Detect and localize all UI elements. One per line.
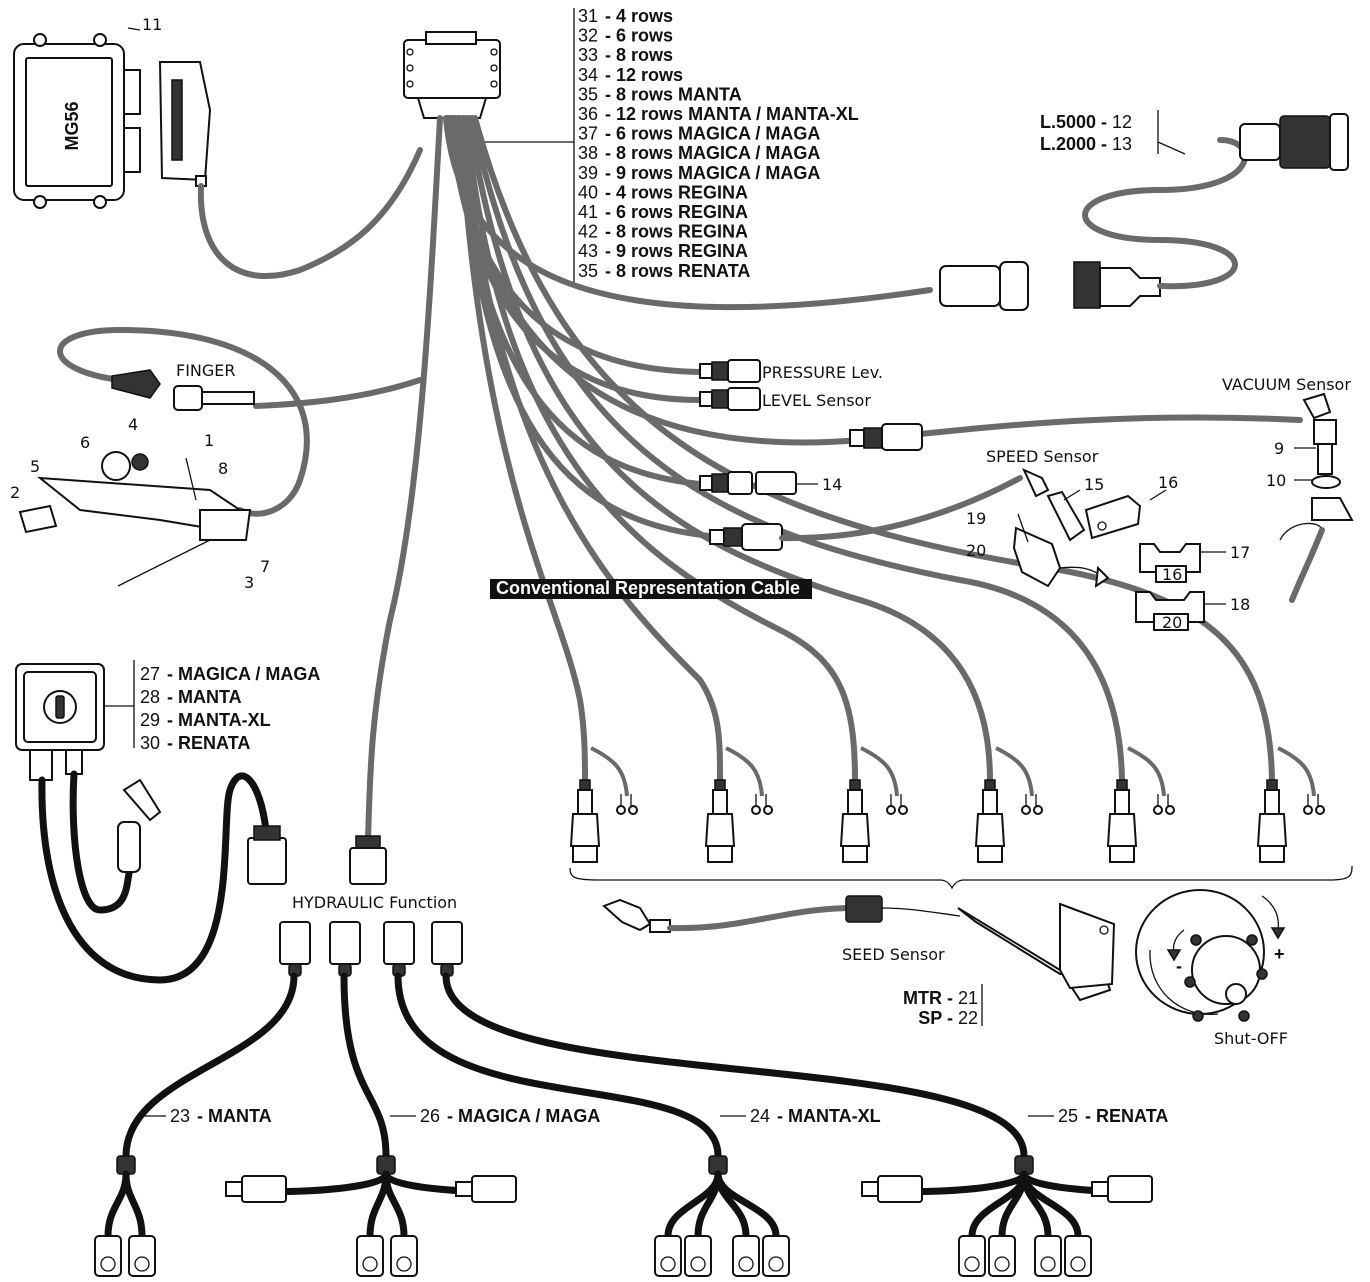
vacuum-part-10: 10	[1266, 471, 1286, 490]
switch-list-item: 28 - MANTA	[140, 687, 242, 707]
bracket-17-ref: 17	[1230, 543, 1250, 562]
conventional-label: Conventional Representation Cable	[496, 578, 800, 598]
main-harness-item: 36 - 12 rows MANTA / MANTA-XL	[578, 104, 859, 124]
connector-14: 14	[699, 471, 842, 495]
seed-drop-connector	[974, 746, 1043, 863]
vacuum-sensor: VACUUM Sensor 9 10	[849, 375, 1354, 603]
speed-part-19: 19	[966, 509, 986, 528]
hydraulic-harness-item: 26 - MAGICA / MAGA	[420, 1106, 600, 1126]
shutoff-plus: +	[1274, 944, 1285, 964]
hydraulic-harness-labels: 23 - MANTA 26 - MAGICA / MAGA 24 - MANTA-X…	[140, 1106, 1168, 1126]
extension-cable-item: L.5000 - 12	[1040, 112, 1132, 132]
seed-drop-connector	[839, 746, 908, 863]
seed-drop-connector	[569, 746, 638, 863]
seed-sensor-list-item: MTR - 21	[903, 988, 978, 1008]
switch-list-item: 29 - MANTA-XL	[140, 710, 271, 730]
speed-part-15: 15	[1084, 475, 1104, 494]
hydraulic-plug	[94, 921, 311, 1277]
switch-list: 27 - MAGICA / MAGA 28 - MANTA 29 - MANTA-X…	[140, 664, 320, 753]
main-harness-item: 31 - 4 rows	[578, 6, 673, 26]
connector-14-ref: 14	[822, 475, 842, 494]
seed-drop-connector	[1256, 746, 1325, 863]
shutoff-valve: - + Shut-OFF	[1135, 889, 1288, 1048]
shutoff-minus: -	[1176, 956, 1182, 976]
speed-label: SPEED Sensor	[986, 447, 1099, 466]
switch-list-item: 27 - MAGICA / MAGA	[140, 664, 320, 684]
harness-bundle	[365, 115, 1303, 843]
finger-part-2: 2	[10, 483, 20, 502]
switch-list-item: 30 - RENATA	[140, 733, 250, 753]
main-harness-item: 37 - 6 rows MAGICA / MAGA	[578, 124, 820, 144]
switch-box	[15, 660, 287, 984]
hydraulic-harnesses	[94, 921, 1153, 1277]
hydraulic-plug	[225, 921, 517, 1277]
mg56-label: MG56	[62, 101, 82, 150]
main-harness-item: 35 - 8 rows MANTA	[578, 84, 742, 104]
main-harness-connector	[403, 31, 501, 119]
vacuum-label: VACUUM Sensor	[1222, 375, 1351, 394]
main-harness-item: 39 - 9 rows MAGICA / MAGA	[578, 163, 820, 183]
speed-part-20: 20	[966, 541, 986, 560]
finger-part-3: 3	[244, 573, 254, 592]
main-harness-item: 33 - 8 rows	[578, 45, 673, 65]
pressure-label: PRESSURE Lev.	[762, 363, 883, 382]
main-harness-item: 38 - 8 rows MAGICA / MAGA	[578, 143, 820, 163]
finger-part-6: 6	[80, 433, 90, 452]
bracket-18-ref: 18	[1230, 595, 1250, 614]
speed-sensor: SPEED Sensor 15 16 19 20	[709, 447, 1178, 589]
main-harness-item: 34 - 12 rows	[578, 65, 683, 85]
control-unit-ref: 11	[142, 15, 162, 34]
main-harness-item: 40 - 4 rows REGINA	[578, 182, 748, 202]
seed-drop-connector	[1106, 746, 1175, 863]
finger-part-4: 4	[128, 415, 138, 434]
bracket-18-size: 20	[1162, 613, 1182, 632]
level-connector: LEVEL Sensor	[699, 387, 871, 411]
main-harness-item: 42 - 8 rows REGINA	[578, 222, 748, 242]
hydraulic-plug	[383, 921, 790, 1277]
seed-label: SEED Sensor	[842, 945, 945, 964]
hydraulic-harness-item: 24 - MANTA-XL	[750, 1106, 881, 1126]
main-harness-item: 35 - 8 rows RENATA	[578, 261, 750, 281]
bracket-17-size: 16	[1162, 565, 1182, 584]
bracket-17: 16 17	[1139, 543, 1250, 584]
shutoff-label: Shut-OFF	[1214, 1029, 1288, 1048]
finger-sensor: FINGER 1 2 3 4 5 6 7 8	[10, 326, 423, 592]
seed-connector-row	[569, 746, 1325, 863]
hydraulic-connector: HYDRAULIC Function	[292, 835, 457, 912]
seed-sensor: SEED Sensor	[602, 895, 1116, 1026]
finger-part-7: 7	[260, 557, 270, 576]
extension-cable	[939, 110, 1349, 311]
finger-part-1: 1	[204, 431, 214, 450]
main-harness-item: 41 - 6 rows REGINA	[578, 202, 748, 222]
hydraulic-label: HYDRAULIC Function	[292, 893, 457, 912]
seed-sensor-list-item: SP - 22	[918, 1008, 978, 1028]
extension-cable-item: L.2000 - 13	[1040, 134, 1132, 154]
finger-part-8: 8	[218, 459, 228, 478]
vacuum-part-9: 9	[1274, 439, 1284, 458]
conventional-cable-badge: Conventional Representation Cable	[490, 578, 812, 599]
main-harness-item: 32 - 6 rows	[578, 26, 673, 46]
seed-drop-connector	[704, 746, 773, 863]
control-unit-mg56: MG56 11	[13, 15, 212, 209]
level-label: LEVEL Sensor	[762, 391, 871, 410]
pressure-connector: PRESSURE Lev.	[699, 359, 883, 383]
finger-part-5: 5	[30, 457, 40, 476]
bracket-18: 20 18	[1135, 591, 1250, 632]
speed-part-16: 16	[1158, 473, 1178, 492]
hydraulic-plug	[431, 921, 1153, 1277]
hydraulic-harness-item: 23 - MANTA	[170, 1106, 272, 1126]
finger-label: FINGER	[176, 361, 236, 380]
hydraulic-harness-item: 25 - RENATA	[1058, 1106, 1168, 1126]
extension-cable-list: L.5000 - 12L.2000 - 13	[1040, 112, 1132, 154]
main-harness-item: 43 - 9 rows REGINA	[578, 241, 748, 261]
